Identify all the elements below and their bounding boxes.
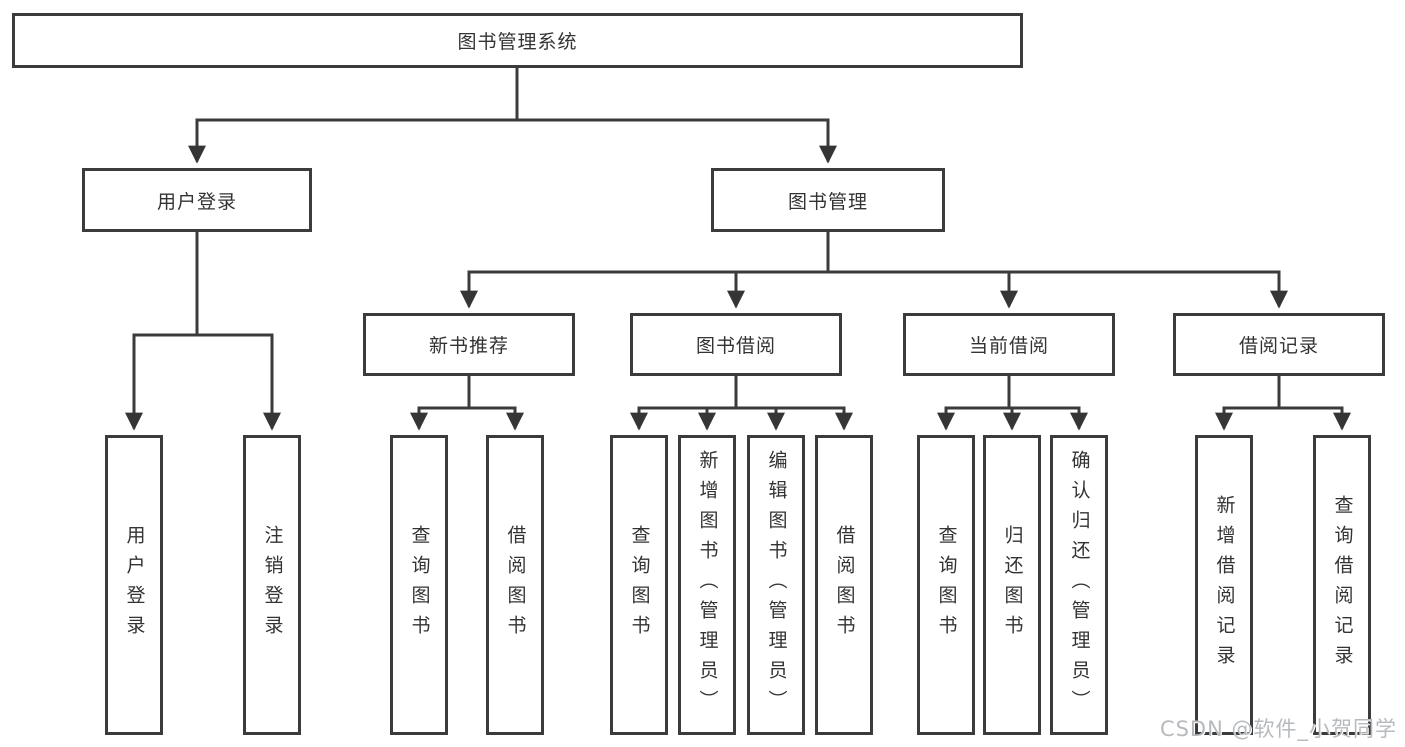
leaf-cb-confirm-return-admin: 确认归还（管理员）	[1050, 435, 1108, 735]
node-root-system: 图书管理系统	[12, 13, 1023, 68]
leaf-user-login: 用户登录	[105, 435, 163, 735]
leaf-bb-query-books: 查询图书	[610, 435, 668, 735]
leaf-cb-return-books: 归还图书	[983, 435, 1041, 735]
connector-user-login-children	[125, 230, 281, 431]
connector-borrow-records-children	[1215, 374, 1351, 431]
node-label: 查询图书	[408, 525, 431, 645]
leaf-rec-query-books: 查询图书	[390, 435, 448, 735]
leaf-bb-edit-books-admin: 编辑图书（管理员）	[747, 435, 805, 735]
leaf-logout: 注销登录	[243, 435, 301, 735]
node-label: 归还图书	[1001, 525, 1024, 645]
connector-book-borrow-children	[630, 374, 853, 431]
node-book-management: 图书管理	[711, 168, 945, 232]
node-current-borrow: 当前借阅	[903, 313, 1115, 376]
node-label: 用户登录	[156, 190, 237, 213]
leaf-rec-borrow-books: 借阅图书	[486, 435, 544, 735]
node-label: 图书管理系统	[457, 31, 578, 53]
node-label: 用户登录	[123, 525, 146, 645]
node-label: 查询借阅记录	[1331, 495, 1354, 675]
connector-new-book-rec-children	[410, 374, 524, 431]
node-book-borrow: 图书借阅	[630, 313, 842, 376]
leaf-bb-borrow-books: 借阅图书	[815, 435, 873, 735]
node-label: 借阅图书	[504, 525, 527, 645]
node-label: 新增借阅记录	[1213, 495, 1236, 675]
leaf-cb-query-books: 查询图书	[917, 435, 975, 735]
node-borrow-records: 借阅记录	[1173, 313, 1385, 376]
node-user-login: 用户登录	[82, 168, 312, 232]
node-label: 当前借阅	[968, 335, 1049, 357]
node-label: 图书借阅	[695, 335, 776, 357]
csdn-watermark: CSDN @软件_小贺同学	[1159, 717, 1397, 741]
node-label: 查询图书	[628, 525, 651, 645]
connector-current-borrow-children	[937, 374, 1088, 431]
connector-book-mgmt-children	[460, 230, 1288, 309]
node-label: 确认归还（管理员）	[1068, 450, 1091, 720]
node-label: 图书管理	[787, 190, 868, 213]
node-label: 注销登录	[261, 525, 284, 645]
node-label: 新书推荐	[428, 335, 509, 357]
leaf-br-add-record: 新增借阅记录	[1195, 435, 1253, 735]
node-label: 查询图书	[935, 525, 958, 645]
leaf-bb-add-books-admin: 新增图书（管理员）	[678, 435, 736, 735]
node-label: 新增图书（管理员）	[696, 450, 719, 720]
connector-root-to-level2	[188, 66, 837, 164]
leaf-br-query-record: 查询借阅记录	[1313, 435, 1371, 735]
node-label: 借阅图书	[833, 525, 856, 645]
node-label: 编辑图书（管理员）	[765, 450, 788, 720]
node-new-book-recommend: 新书推荐	[363, 313, 575, 376]
node-label: 借阅记录	[1238, 335, 1319, 357]
